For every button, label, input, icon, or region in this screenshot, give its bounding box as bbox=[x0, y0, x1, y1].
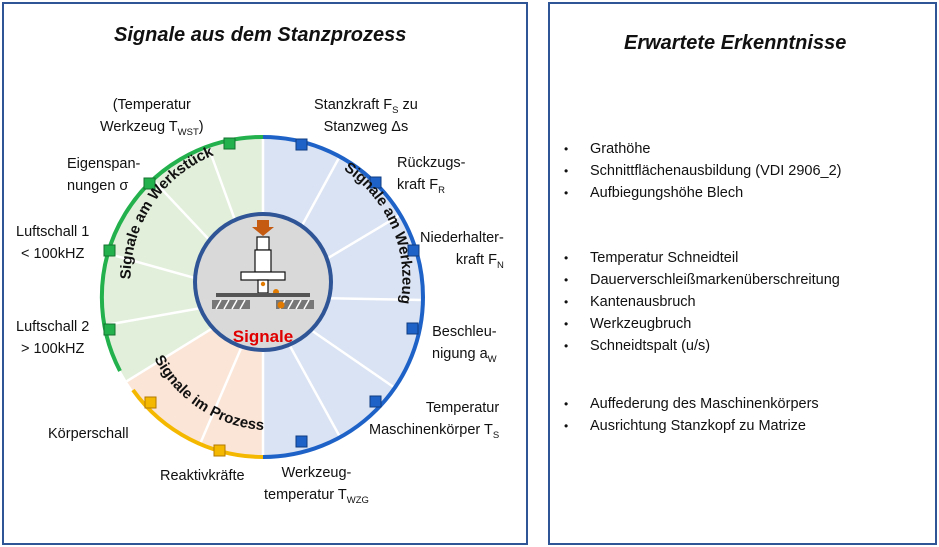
label-temperatur-werkzeug: (Temperatur Werkzeug TWST) bbox=[100, 97, 204, 138]
findings-list-workpiece: GrathöheSchnittflächenausbildung (VDI 29… bbox=[562, 138, 842, 204]
blue-markers bbox=[295, 138, 420, 448]
finding-item: Ausrichtung Stanzkopf zu Matrize bbox=[562, 415, 819, 437]
orange-markers bbox=[144, 396, 226, 457]
finding-item: Dauerverschleißmarkenüberschreitung bbox=[562, 269, 840, 291]
findings-list-machine: Auffederung des MaschinenkörpersAusricht… bbox=[562, 393, 819, 437]
finding-item: Schnittflächenausbildung (VDI 2906_2) bbox=[562, 160, 842, 182]
green-markers bbox=[103, 137, 236, 336]
label-luftschall-1: Luftschall 1 < 100kHZ bbox=[16, 224, 90, 262]
finding-item: Kantenausbruch bbox=[562, 291, 840, 313]
finding-item: Schneidtspalt (u/s) bbox=[562, 335, 840, 357]
finding-item: Werkzeugbruch bbox=[562, 313, 840, 335]
findings-list-tool: Temperatur SchneidteilDauerverschleißmar… bbox=[562, 247, 840, 357]
finding-item: Temperatur Schneidteil bbox=[562, 247, 840, 269]
left-panel-title: Signale aus dem Stanzprozess bbox=[114, 24, 407, 46]
label-koerperschall: Körperschall bbox=[48, 426, 129, 442]
label-stanzkraft: Stanzkraft FS zu Stanzweg Δs bbox=[314, 97, 418, 135]
label-niederhalterkraft: Niederhalter- kraft FN bbox=[420, 230, 504, 271]
label-reaktivkraefte: Reaktivkräfte bbox=[160, 468, 245, 484]
label-temperatur-maschinenkoerper: Temperatur Maschinenkörper TS bbox=[369, 400, 500, 441]
punch-press-icon bbox=[212, 220, 314, 310]
label-luftschall-2: Luftschall 2 > 100kHZ bbox=[16, 319, 90, 357]
right-panel-title: Erwartete Erkenntnisse bbox=[624, 32, 847, 54]
right-panel: Erwartete Erkenntnisse GrathöheSchnittfl… bbox=[548, 2, 937, 545]
label-rueckzugskraft: Rückzugs- kraft FR bbox=[397, 155, 466, 196]
arc-blue bbox=[262, 135, 425, 459]
finding-item: Grathöhe bbox=[562, 138, 842, 160]
sector-werkzeug bbox=[263, 137, 423, 457]
label-eigenspannungen: Eigenspan- nungen σ bbox=[67, 156, 141, 194]
finding-item: Auffederung des Maschinenkörpers bbox=[562, 393, 819, 415]
finding-item: Aufbiegungshöhe Blech bbox=[562, 182, 842, 204]
label-werkzeugtemperatur: Werkzeug- temperatur TWZG bbox=[264, 465, 369, 506]
center-label: Signale bbox=[233, 327, 293, 346]
label-beschleunigung: Beschleu- nigung aW bbox=[432, 324, 497, 365]
